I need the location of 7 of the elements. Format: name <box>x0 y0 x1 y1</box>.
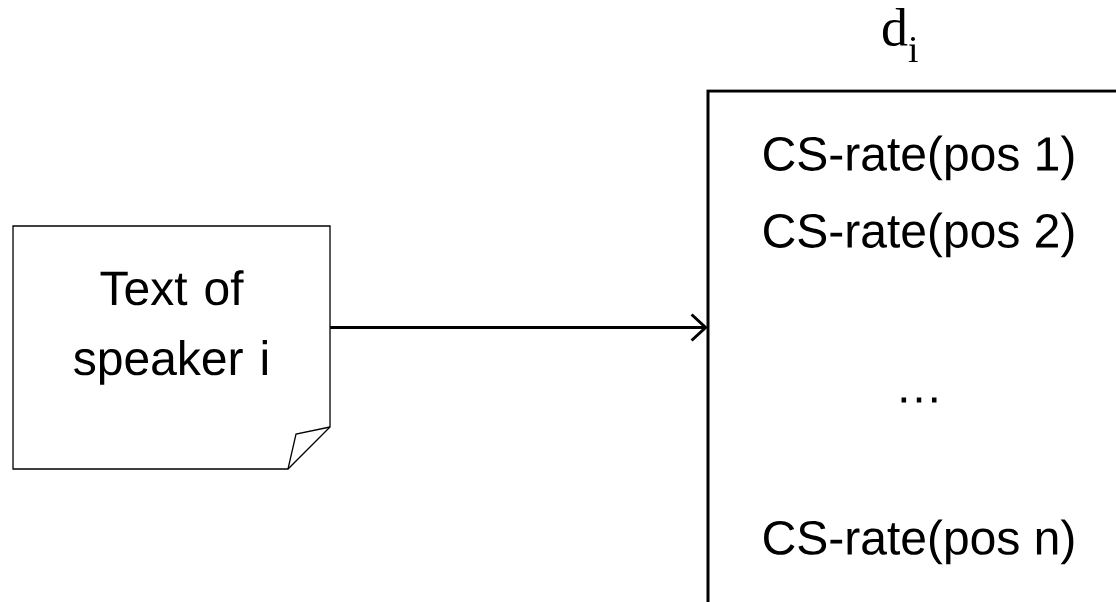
list-item: … <box>901 397 937 403</box>
arrow <box>330 313 708 342</box>
box-heading: d$_{i}$ <box>882 8 918 62</box>
list-item: CS-rate(pos 1) <box>764 135 1074 181</box>
list-item: CS-rate(pos 2) <box>764 212 1074 258</box>
list-item: CS-rate(pos n) <box>764 519 1074 565</box>
list-box <box>706 89 1116 602</box>
